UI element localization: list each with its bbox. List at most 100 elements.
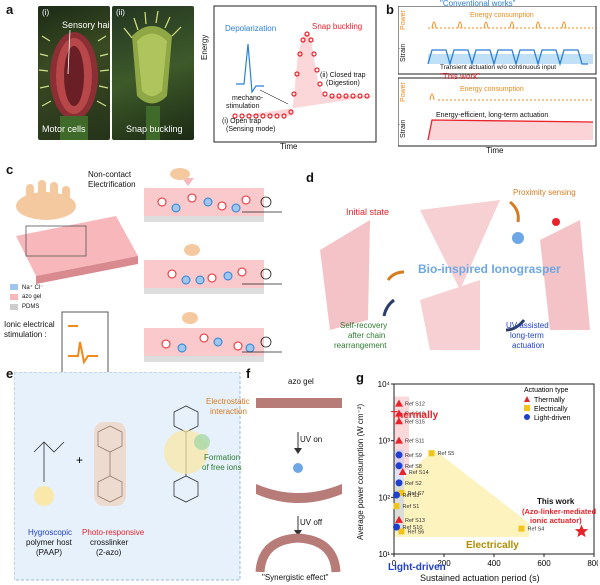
venus-flytrap-closed-photo	[112, 6, 194, 140]
closed-trap-label-1: (ii) Closed trap	[320, 72, 366, 79]
depolarization-label: Depolarization	[225, 24, 277, 33]
conventional-label: "Conventional works"	[440, 0, 516, 8]
sensory-hair-pointer	[67, 29, 71, 75]
recovery-label-2: after chain	[348, 331, 386, 340]
azo-gel-label: azo gel	[288, 377, 314, 386]
data-point-light	[393, 523, 400, 531]
legend-entry: Light-driven	[534, 415, 571, 422]
data-point-thermal	[395, 436, 403, 444]
closed-trap-label-2: (Digestion)	[326, 80, 360, 87]
data-point-label: Ref S7	[408, 491, 425, 497]
data-point-thermal	[395, 417, 403, 425]
energy-plot	[213, 5, 377, 143]
legend-title: Actuation type	[524, 387, 568, 394]
panel-g-label: g	[356, 370, 364, 385]
x-tick-label: 0	[392, 559, 397, 568]
chemical-structure-diagram: +	[14, 372, 241, 581]
linker-label-1: Photo-responsive	[82, 528, 145, 537]
legend-entry: Thermally	[534, 397, 565, 404]
uv-on-label: UV on	[300, 435, 323, 444]
data-point-label: Ref S8	[405, 464, 422, 470]
y-tick-label: 10¹	[378, 550, 390, 559]
panel-b-label: b	[386, 2, 394, 17]
data-point-electric	[398, 489, 405, 496]
data-point-label: Ref S15	[405, 419, 425, 425]
data-point-label: Ref S13	[405, 518, 425, 524]
electrostatic-label-2: interaction	[210, 407, 247, 416]
x-tick-label: 600	[537, 559, 551, 568]
data-point-light	[395, 479, 403, 487]
legend-pdms: PDMS	[22, 304, 40, 310]
data-point-label: Ref S4	[528, 527, 545, 533]
recovery-label-1: Self-recovery	[340, 321, 388, 330]
electrostatic-label-1: Electrostatic	[206, 397, 250, 406]
energy-consumption-label-top: Energy consumption	[470, 12, 534, 19]
proximity-label: Proximity sensing	[513, 188, 576, 197]
x-tick-label: 200	[437, 559, 451, 568]
linker-label-2: crosslinker	[90, 538, 129, 547]
strain-power-plots	[398, 6, 597, 147]
data-point-thermal	[398, 467, 407, 475]
data-point-electric	[428, 450, 435, 457]
panel-e-label: e	[6, 366, 14, 381]
this-work-chart-label-3: ionic actuator)	[530, 516, 582, 525]
x-tick-label: 800	[587, 559, 598, 568]
energy-consumption-label-bottom: Energy consumption	[460, 86, 524, 93]
photo-ii-tag: (ii)	[116, 8, 125, 17]
efficient-label: Energy-efficient, long-term actuation	[436, 112, 549, 119]
svg-text:+: +	[76, 453, 83, 467]
ionic-label-1: Ionic electrical	[4, 320, 55, 329]
y-tick-label: 10³	[378, 437, 390, 446]
data-point-this-work	[574, 524, 589, 538]
data-point-label: Ref S2	[405, 481, 422, 487]
y-tick-label: 10⁴	[378, 380, 391, 389]
photo-i-tag: (i)	[42, 8, 50, 17]
panel-d-label: d	[306, 170, 314, 185]
recovery-label-3: rearrangement	[334, 341, 387, 350]
ionic-label-2: stimulation :	[4, 330, 47, 339]
data-point-label: Ref S11	[405, 439, 424, 445]
synergy-label: "Synergistic effect"	[262, 573, 329, 582]
non-contact-label-2: Electrification	[88, 180, 136, 189]
panel-c-label: c	[6, 162, 14, 177]
data-point-label: Ref S6	[408, 529, 425, 535]
free-ions-label-1: Formation	[204, 453, 241, 462]
sensory-hair-label: Sensory hair	[62, 20, 113, 30]
data-point-label: Ref S1	[403, 504, 420, 510]
open-trap-label-2: (Sensing mode)	[226, 126, 276, 133]
data-point-thermal	[395, 515, 403, 523]
data-point-electric	[393, 503, 400, 510]
host-label-1: Hygroscopic	[28, 528, 73, 537]
x-tick-label: 400	[487, 559, 501, 568]
data-point-electric	[398, 528, 405, 535]
open-trap-label-1: (i) Open trap	[222, 118, 262, 125]
panel-b-time-label: Time	[486, 146, 504, 155]
ionograsper-title: Bio-inspired Ionograsper	[418, 262, 561, 276]
mechano-label-1: mechano-	[232, 95, 264, 102]
data-point-label: Ref S14	[409, 470, 429, 476]
this-work-chart-label-1: This work	[537, 497, 575, 506]
legend-marker-electric	[524, 405, 530, 411]
uv-label-1: UV-assisted	[506, 321, 549, 330]
y-axis-title: Average power consumption (W cm⁻²)	[356, 403, 365, 540]
mechano-label-2: stimulation	[226, 103, 260, 110]
strain-label-top: Strain	[400, 43, 407, 62]
thermally-region-label: Thermally	[391, 410, 439, 421]
snap-buckling-photo-label: Snap buckling	[126, 124, 183, 134]
legend-azo-gel: azo gel	[22, 294, 42, 300]
data-point-light	[395, 462, 403, 470]
this-work-chart-label-2: (Azo-linker-mediated	[522, 507, 597, 516]
ion-migration-steps	[144, 168, 282, 362]
data-point-label: Ref S16	[405, 412, 425, 418]
legend-marker-light	[524, 414, 530, 420]
uv-label-2: long-term	[510, 331, 544, 340]
data-point-label: Ref S5	[438, 451, 455, 457]
free-ions-label-2: of free ions	[202, 463, 242, 472]
electrification-schematic	[10, 180, 138, 403]
power-label-top: Power	[400, 10, 407, 30]
electrically-region-label: Electrically	[466, 540, 519, 551]
y-tick-label: 10²	[378, 493, 390, 502]
bending-sequence	[255, 398, 342, 573]
host-label-3: (PAAP)	[36, 548, 63, 557]
